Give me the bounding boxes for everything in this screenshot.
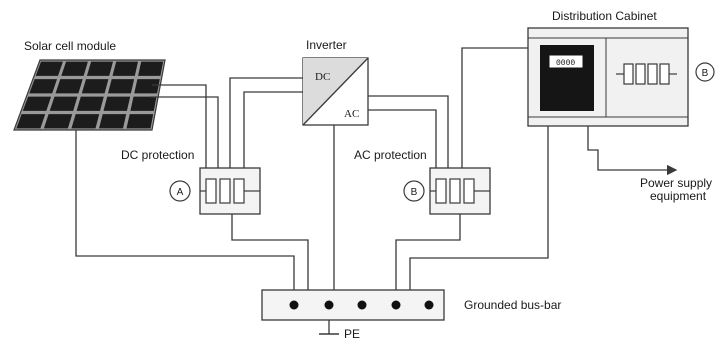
power-supply-label-2: equipment: [650, 189, 707, 203]
solar-cell-module: [13, 59, 166, 131]
ac-ground-wire: [395, 214, 461, 290]
pe-label: PE: [344, 327, 360, 341]
solar-panel-cells: [16, 61, 164, 129]
power-supply-wire: [587, 126, 678, 176]
dc-to-inverter-wire: [229, 77, 303, 168]
breaker-pole: [623, 63, 634, 85]
solar-panel-cell: [49, 96, 78, 111]
solar-panel-cell: [138, 61, 164, 76]
bus-bar-terminal: [289, 300, 299, 310]
inverter-to-ac-wire: [368, 95, 449, 168]
solar-panel-cell: [103, 96, 131, 111]
power-supply-label: Power supply: [640, 176, 712, 190]
dc-ground-wire: [231, 214, 309, 290]
bus-bar-terminal: [391, 300, 401, 310]
bus-bar-body: [261, 289, 445, 321]
solar-panel-cell: [22, 96, 52, 111]
dc-protection: A: [169, 167, 261, 215]
dc-protection-label: DC protection: [121, 148, 194, 162]
solar-panel-cell: [35, 61, 63, 76]
dc-marker-letter: A: [177, 187, 184, 198]
solar-panel-cell: [86, 61, 113, 76]
solar-panel-frame: [13, 59, 166, 131]
dc-protection-pole: [219, 178, 231, 204]
cabinet-breaker: [616, 63, 677, 85]
solar-panel-cell: [130, 96, 157, 111]
bus-bar-terminal: [424, 300, 434, 310]
solar-panel-cell: [29, 79, 57, 94]
solar-panel-cell: [81, 79, 109, 94]
inverter-ac-label: AC: [344, 108, 359, 120]
dc-to-inverter-wire: [243, 91, 303, 168]
ac-protection: B: [403, 167, 491, 215]
ac-marker-circle: [403, 180, 425, 202]
cabinet-ground-wire: [409, 126, 549, 290]
solar-panel-cell: [134, 79, 160, 94]
ac-protection-pole: [435, 178, 447, 204]
dc-marker-circle: [169, 180, 191, 202]
inverter-dc-label: DC: [315, 71, 330, 83]
solar-panel-cell: [99, 114, 127, 129]
solar-panel-cell: [76, 96, 104, 111]
panel-ground-wire: [75, 130, 295, 290]
inverter-label: Inverter: [306, 38, 347, 52]
solar-panel-cell: [71, 114, 100, 129]
cabinet-marker-circle: [695, 62, 715, 82]
meter-display-value: 0000: [556, 59, 575, 68]
breaker-pole: [647, 63, 658, 85]
cabinet-marker-letter: B: [702, 68, 709, 79]
bus-bar-terminal: [324, 300, 334, 310]
bus-bar-label: Grounded bus-bar: [464, 298, 561, 312]
ac-marker-letter: B: [411, 187, 418, 198]
inverter-to-ac-wire: [368, 109, 437, 168]
solar-panel-cell: [126, 114, 154, 129]
solar-panel-cell: [55, 79, 83, 94]
dc-protection-pole: [205, 178, 217, 204]
pe-ground-symbol: [319, 320, 339, 335]
ac-to-cabinet-wire: [461, 47, 528, 168]
grounded-bus-bar: [261, 289, 445, 321]
solar-module-label: Solar cell module: [24, 39, 116, 53]
inverter: DC AC: [302, 57, 369, 126]
panel-to-dc-wire: [150, 96, 219, 168]
solar-panel-cell: [112, 61, 138, 76]
solar-panel-cell: [61, 61, 88, 76]
ac-protection-pole: [463, 178, 475, 204]
breaker-pole: [635, 63, 646, 85]
ac-protection-label: AC protection: [354, 148, 427, 162]
solar-panel-cell: [43, 114, 73, 129]
distribution-cabinet-label: Distribution Cabinet: [552, 9, 657, 23]
bus-bar-terminal: [357, 300, 367, 310]
wiring: [75, 47, 549, 290]
meter-display: [548, 54, 584, 69]
distribution-cabinet: 0000 B: [527, 27, 715, 127]
dc-protection-pole: [233, 178, 245, 204]
inverter-diagonal: [302, 57, 369, 126]
ac-protection-pole: [449, 178, 461, 204]
panel-to-dc-wire: [152, 84, 207, 168]
breaker-pole: [659, 63, 670, 85]
solar-panel-cell: [108, 79, 135, 94]
energy-meter: 0000: [540, 45, 594, 111]
solar-panel-cell: [16, 114, 46, 129]
power-supply-output: [587, 126, 678, 176]
